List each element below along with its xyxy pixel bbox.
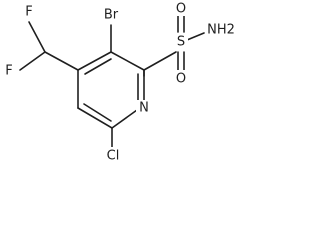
atom-o-top: O (176, 2, 186, 17)
bond-c3-c2 (110, 51, 145, 71)
bond-c4-c3 (77, 51, 112, 71)
atom-s: S (177, 35, 185, 50)
bond-n-c6 (111, 109, 138, 129)
bond-c2-s (143, 51, 177, 71)
bond-s-nh2 (186, 32, 205, 41)
double-bond-c4-c3 (84, 58, 112, 75)
atom-labels: Br S NH2 O O F F N Cl (2, 0, 235, 165)
atom-f-left: F (5, 64, 12, 79)
structure-diagram: Br S NH2 O O F F N Cl (2, 0, 235, 165)
atom-f-top: F (25, 5, 32, 20)
bond-c6-c5 (77, 107, 113, 129)
substituent-bonds (19, 15, 205, 148)
atom-n: N (139, 101, 149, 116)
atom-nh2: NH2 (207, 23, 235, 38)
double-bond-c5-c6 (83, 103, 112, 122)
atom-br: Br (104, 8, 119, 23)
atom-cl: Cl (107, 149, 120, 164)
bond-chf2-f-top (28, 21, 46, 53)
bond-c4-chf2 (44, 51, 79, 71)
atom-o-bottom: O (176, 72, 186, 87)
bond-chf2-f-left (19, 51, 46, 71)
pyridine-ring (77, 51, 145, 129)
